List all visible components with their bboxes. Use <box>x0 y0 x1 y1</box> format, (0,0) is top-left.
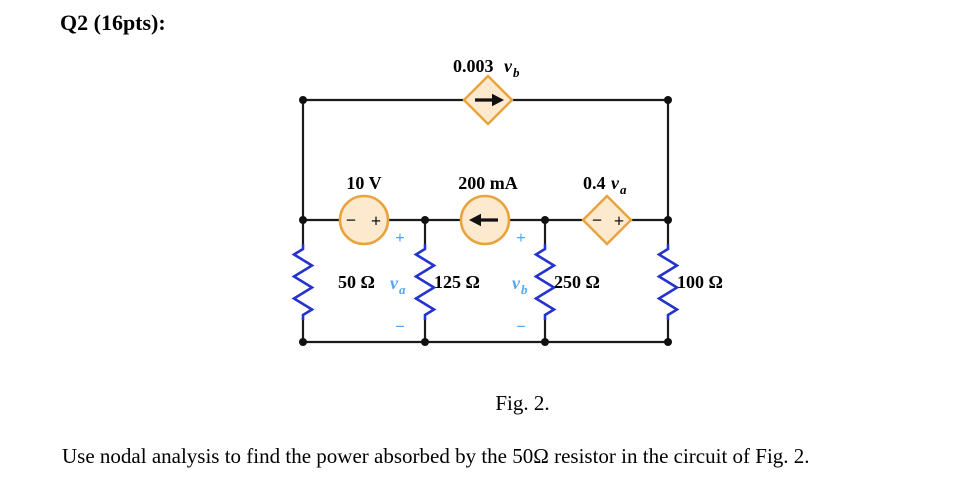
connection-nodes <box>299 96 672 346</box>
sources: − + − + <box>338 74 633 246</box>
dep-current-label-sub: b <box>513 65 520 80</box>
node-dot <box>299 216 307 224</box>
dependent-current-source <box>462 74 514 126</box>
figure-caption: Fig. 2. <box>495 391 550 415</box>
vb-minus-marker: − <box>516 317 526 336</box>
voltage-source-minus: − <box>346 210 356 230</box>
va-minus-marker: − <box>395 317 405 336</box>
left-arrow-head <box>469 213 481 227</box>
voltage-source-10v: − + <box>338 194 390 246</box>
va-label-var: v <box>390 273 399 293</box>
node-dot <box>664 338 672 346</box>
question-text: Use nodal analysis to find the power abs… <box>62 444 810 468</box>
dep-voltage-minus: − <box>592 210 602 230</box>
label-resistor-50: 50 Ω <box>338 272 375 292</box>
vb-label-var: v <box>512 273 521 293</box>
resistor-50-symbol <box>291 244 315 320</box>
node-dot <box>299 338 307 346</box>
node-dot <box>421 338 429 346</box>
dep-voltage-label-sub: a <box>620 182 627 197</box>
dep-current-label-var: v <box>504 56 513 76</box>
va-plus-marker: + <box>395 228 405 247</box>
voltage-annotations: + v a − + v b − <box>390 228 528 336</box>
resistor-125-symbol <box>413 244 437 320</box>
label-10v: 10 V <box>346 173 381 193</box>
diamond-symbol <box>581 194 633 246</box>
component-labels: 0.003 v b 10 V 200 mA 0.4 v a 50 Ω 125 Ω… <box>338 56 723 292</box>
node-dot <box>664 216 672 224</box>
label-resistor-250: 250 Ω <box>554 272 600 292</box>
node-dot <box>541 216 549 224</box>
circle-symbol <box>338 194 390 246</box>
va-label-sub: a <box>399 282 406 297</box>
dep-current-label-coeff: 0.003 <box>453 56 494 76</box>
dependent-voltage-source: − + <box>581 194 633 246</box>
label-resistor-125: 125 Ω <box>434 272 480 292</box>
resistor-100-symbol <box>656 244 680 320</box>
node-dot <box>664 96 672 104</box>
dep-voltage-label-var: v <box>611 173 620 193</box>
dep-voltage-label-coeff: 0.4 <box>583 173 606 193</box>
resistors <box>291 244 680 320</box>
right-arrow-head <box>492 93 504 107</box>
vb-label-sub: b <box>521 282 528 297</box>
page-title: Q2 (16pts): <box>60 10 166 35</box>
current-source-200ma <box>459 194 511 246</box>
resistor-250-symbol <box>533 244 557 320</box>
dep-voltage-plus: + <box>614 211 624 231</box>
label-200ma: 200 mA <box>458 173 518 193</box>
vb-plus-marker: + <box>516 228 526 247</box>
node-dot <box>299 96 307 104</box>
label-resistor-100: 100 Ω <box>677 272 723 292</box>
voltage-source-plus: + <box>371 211 381 231</box>
node-dot <box>541 338 549 346</box>
node-dot <box>421 216 429 224</box>
